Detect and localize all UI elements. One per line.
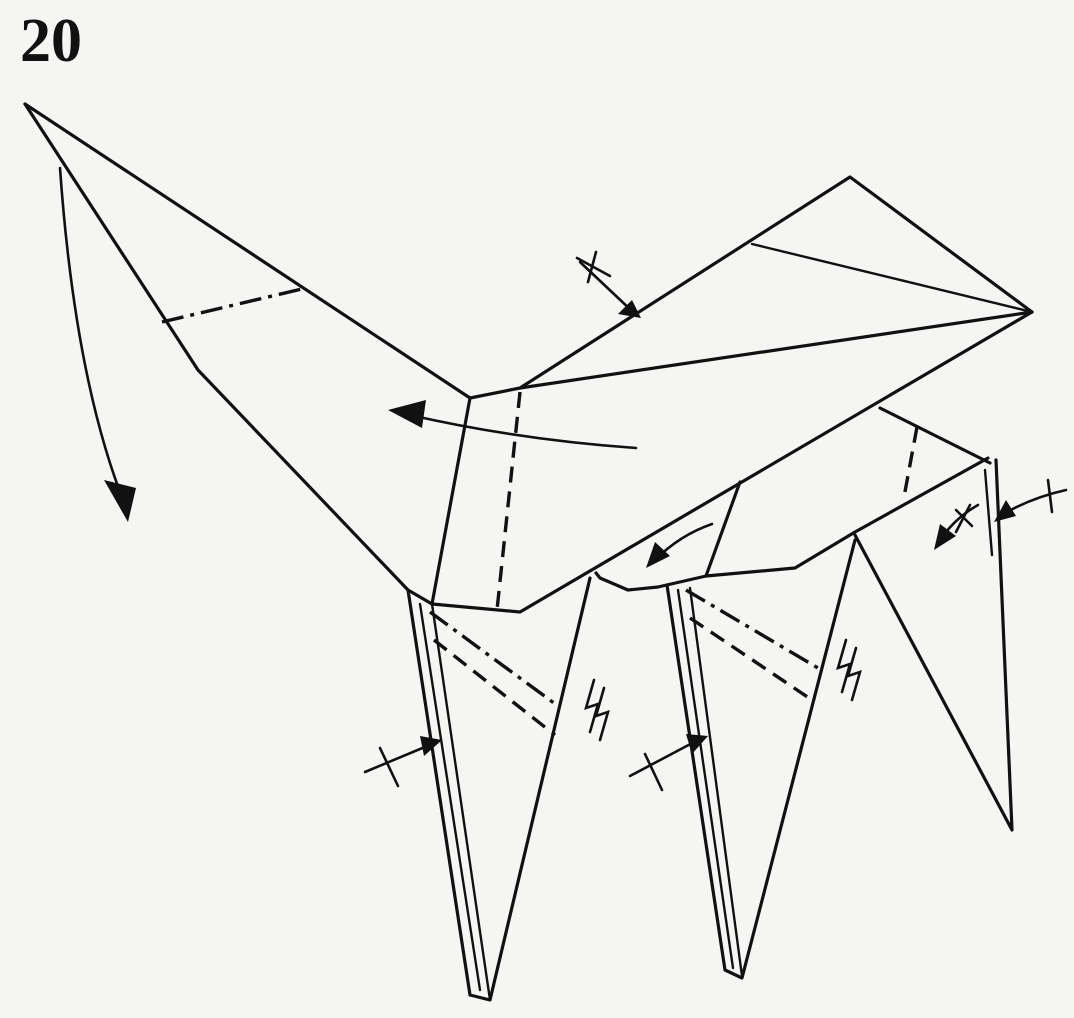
middle-leg-valley-fold-line (690, 618, 812, 700)
crease-mark-front-leg (365, 736, 442, 786)
body-fold-arrow (388, 400, 636, 448)
crease-mark-hind (994, 480, 1066, 522)
body-valley-fold-line (497, 392, 520, 610)
zigzag-pleat-mark-middle (838, 640, 860, 700)
back-leg-outline (855, 460, 1012, 830)
middle-leg-outline (667, 540, 855, 978)
middle-leg-mountain-fold-line (686, 590, 818, 668)
body-outline (432, 177, 1032, 612)
head-fold-arrow (60, 168, 136, 522)
neck-head-outline (25, 104, 470, 604)
hind-outer-fold-arrow (934, 505, 978, 550)
neck-mountain-fold-line (162, 288, 306, 322)
crease-mark-body (577, 252, 641, 318)
front-leg-mountain-fold-line (430, 612, 558, 706)
front-leg-valley-fold-line (434, 640, 555, 735)
zigzag-pleat-mark-front (586, 680, 608, 740)
hind-valley-fold-line (904, 427, 917, 497)
